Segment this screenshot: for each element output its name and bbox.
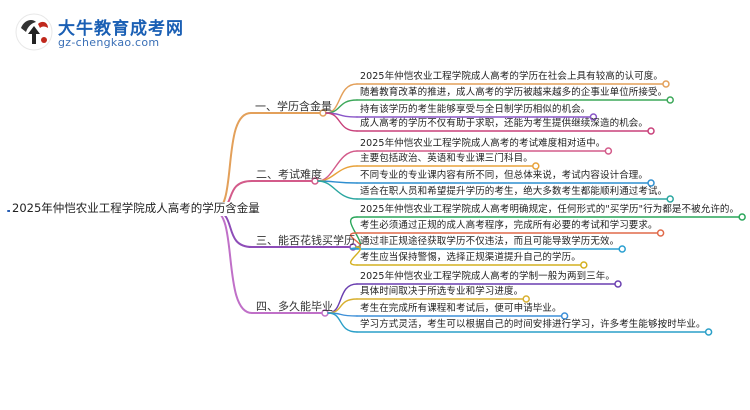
leaf-node-dot	[738, 213, 746, 221]
leaf-text: 2025年仲恺农业工程学院成人高考的考试难度相对适中。	[360, 138, 606, 149]
leaf-text: 通过非正规途径获取学历不仅违法，而且可能导致学历无效。	[360, 236, 620, 247]
leaf-node-dot	[704, 328, 713, 336]
leaf-node-dot	[604, 147, 613, 155]
branch-label: 二、考试难度	[256, 168, 322, 181]
branch-connector	[213, 112, 252, 212]
branch-label: 一、学历含金量	[255, 100, 332, 113]
leaf-node-dot	[580, 261, 588, 269]
site-name: 大牛教育成考网	[58, 19, 184, 39]
site-url: gz-chengkao.com	[58, 36, 160, 49]
leaf-node-dot	[522, 295, 530, 303]
leaf-text: 考生在完成所有课程和考试后，便可申请毕业。	[360, 303, 562, 314]
bull-logo-icon	[15, 13, 53, 51]
leaf-text: 主要包括政治、英语和专业课三门科目。	[360, 153, 533, 164]
leaf-node-dot	[614, 280, 622, 288]
leaf-text: 学习方式灵活，考生可以根据自己的时间安排进行学习，许多考生能够按时毕业。	[360, 319, 706, 330]
leaf-text: 持有该学历的考生能够享受与全日制学历相似的机会。	[360, 104, 591, 115]
leaf-node-dot	[656, 229, 665, 237]
leaf-text: 具体时间取决于所选专业和学习进度。	[360, 286, 524, 297]
leaf-text: 成人高考的学历不仅有助于求职，还能为考生提供继续深造的机会。	[360, 118, 649, 129]
leaf-node-dot	[647, 127, 655, 135]
leaf-node-dot	[662, 80, 670, 88]
leaf-text: 2025年仲恺农业工程学院成人高考的学制一般为两到三年。	[360, 271, 615, 282]
leaf-connector	[327, 312, 358, 333]
root-node: 2025年仲恺农业工程学院成人高考的学历含金量	[10, 201, 262, 216]
leaf-connector	[349, 246, 361, 266]
leaf-text: 2025年仲恺农业工程学院成人高考明确规定，任何形式的"买学历"行为都是不被允许…	[360, 204, 740, 215]
site-header: 大牛教育成考网 gz-chengkao.com	[14, 12, 314, 52]
leaf-node-dot	[647, 179, 655, 187]
leaf-node-dot	[666, 96, 674, 104]
leaf-text: 随着教育改革的推进，成人高考的学历被越来越多的企事业单位所接受。	[360, 87, 668, 98]
leaf-node-dot	[532, 162, 540, 170]
branch-label: 三、能否花钱买学历	[256, 234, 355, 247]
leaf-node-dot	[560, 312, 569, 320]
leaf-connector	[317, 180, 358, 200]
leaf-text: 适合在职人员和希望提升学历的考生，绝大多数考生都能顺利通过考试。	[360, 186, 668, 197]
leaf-text: 考生应当保持警惕，选择正规渠道提升自己的学历。	[360, 252, 581, 263]
leaf-text: 不同专业的专业课内容有所不同，但总体来说，考试内容设计合理。	[360, 170, 649, 181]
branch-connector	[213, 210, 253, 314]
leaf-connector	[325, 112, 358, 132]
branch-connector	[213, 210, 253, 248]
leaf-text: 2025年仲恺农业工程学院成人高考的学历在社会上具有较高的认可度。	[360, 71, 663, 82]
leaf-text: 考生必须通过正规的成人高考程序，完成所有必要的考试和学习要求。	[360, 220, 658, 231]
leaf-node-dot	[666, 195, 674, 203]
branch-label: 四、多久能毕业	[256, 300, 333, 313]
leaf-node-dot	[618, 245, 626, 253]
leaf-node-dot	[589, 113, 598, 121]
